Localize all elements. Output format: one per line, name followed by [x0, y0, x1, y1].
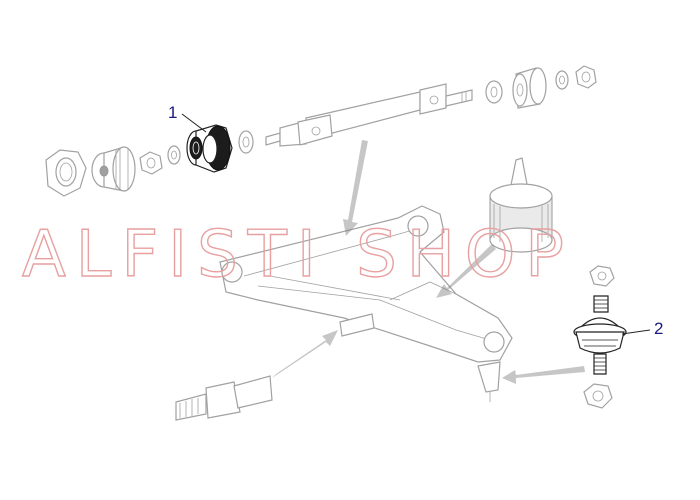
top-nut: [589, 265, 615, 287]
ball-joint-part-2: [573, 295, 627, 375]
small-washer: [167, 145, 181, 165]
right-hardware: [485, 65, 597, 109]
lower-pivot-pin: [175, 375, 273, 421]
large-hex-nut: [45, 149, 87, 197]
watermark-text: ALFISTI SHOP: [22, 218, 574, 292]
arrow-balljoint-to-arm: [436, 244, 496, 298]
arrow-small-joint-to-arm: [502, 366, 585, 384]
pivot-shaft-assembly: [45, 65, 597, 197]
leader-line-2: [621, 329, 651, 335]
castle-nut: [583, 383, 613, 409]
arrow-shaft-to-arm: [343, 140, 368, 236]
upper-ball-joint: [489, 157, 553, 253]
bushing-part-1: [186, 124, 233, 173]
leader-line-1: [181, 113, 207, 133]
small-nut: [139, 151, 163, 175]
washer-right: [238, 130, 254, 154]
pivot-shaft: [265, 83, 473, 147]
arrow-pin-to-arm: [272, 330, 338, 378]
pointer-arrows: [272, 140, 585, 384]
callout-2: 2: [654, 319, 663, 338]
wishbone-control-arm: [219, 205, 513, 402]
threaded-bushing: [91, 146, 136, 192]
callout-1: 1: [168, 103, 177, 122]
